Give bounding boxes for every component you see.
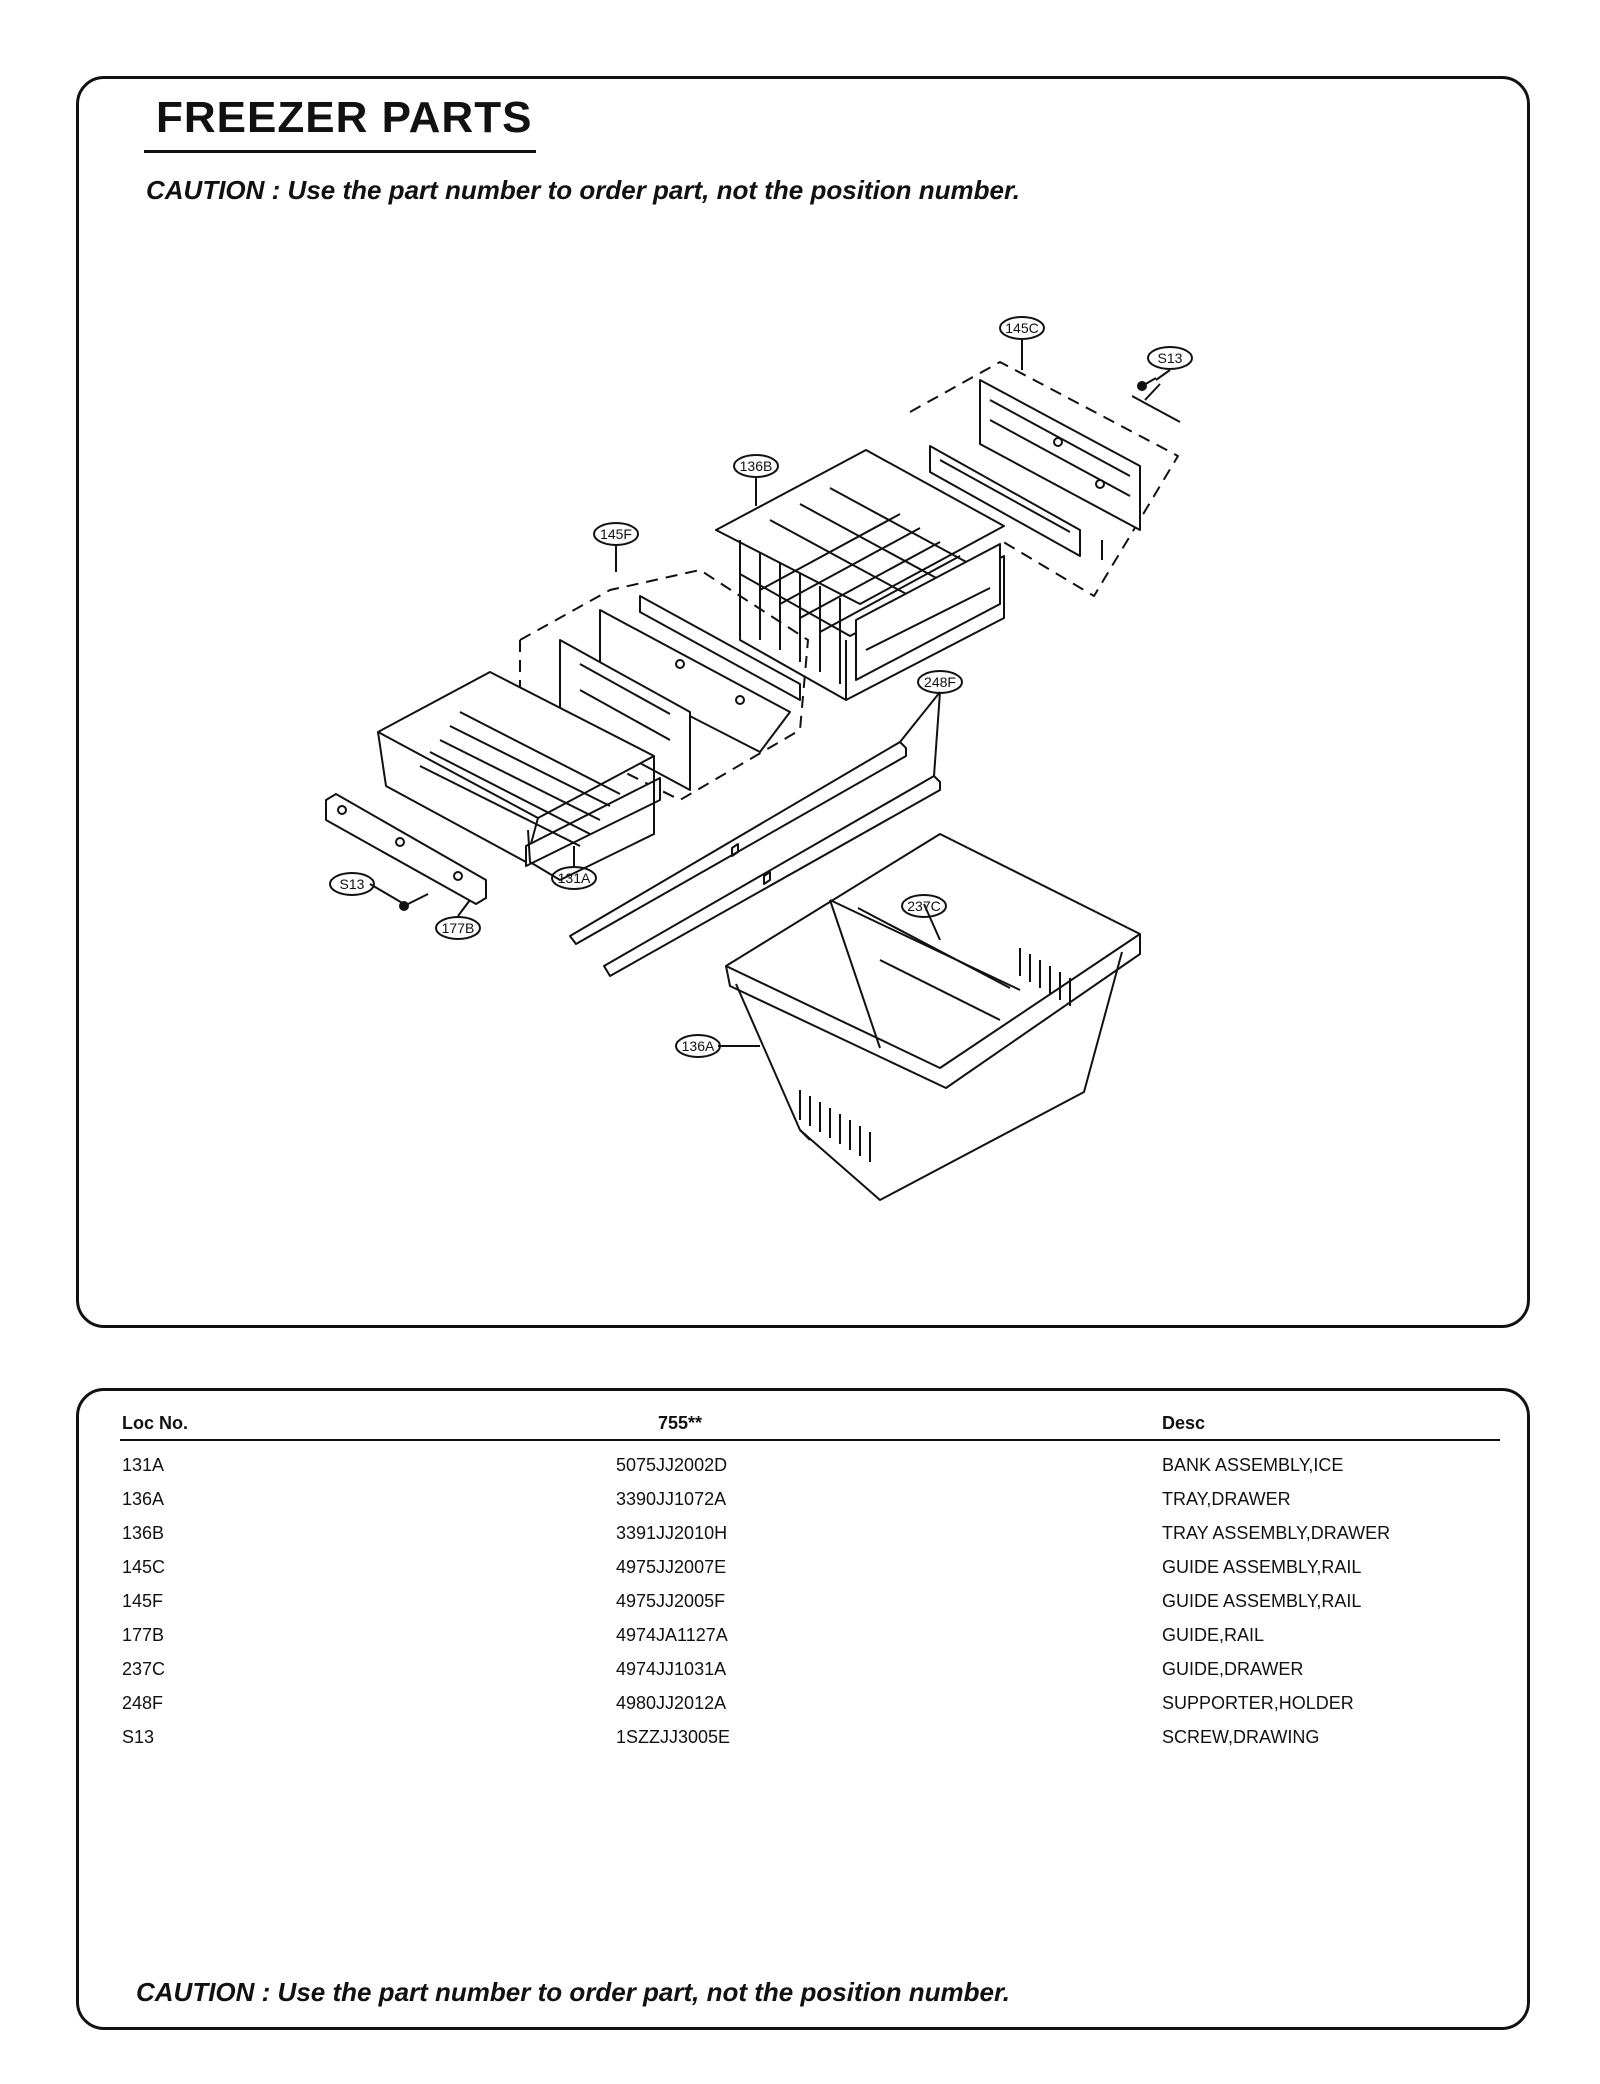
rail-guide-145f [519, 569, 809, 801]
loc-cell: 177B [122, 1625, 165, 1645]
drawer-tray-136a [725, 833, 1141, 1201]
part-number-cell: 3391JJ2010H [616, 1523, 728, 1543]
wire-basket-136b [715, 449, 1005, 701]
desc-cell: SUPPORTER,HOLDER [1162, 1693, 1354, 1713]
callout-s13-upper: S13 [1157, 350, 1183, 366]
table-row: 248F 4980JJ2012A SUPPORTER,HOLDER [0, 1692, 1600, 1726]
callout-136a: 136A [681, 1038, 715, 1054]
table-header-rule [120, 1439, 1500, 1441]
callout-177b: 177B [441, 920, 475, 936]
exploded-parts-diagram [325, 316, 1193, 1201]
desc-cell: GUIDE,RAIL [1162, 1625, 1265, 1645]
title-underline [144, 150, 536, 153]
guide-rail-177b [325, 793, 487, 905]
header-model: 755** [658, 1413, 703, 1433]
desc-cell: TRAY ASSEMBLY,DRAWER [1162, 1523, 1391, 1543]
loc-cell: 145C [122, 1557, 166, 1577]
table-row: 145F 4975JJ2005F GUIDE ASSEMBLY,RAIL [0, 1590, 1600, 1624]
part-number-cell: 4975JJ2005F [616, 1591, 726, 1611]
page-title: FREEZER PARTS [156, 93, 533, 142]
loc-cell: 131A [122, 1455, 165, 1475]
header-loc-no: Loc No. [122, 1413, 188, 1433]
loc-cell: 145F [122, 1591, 164, 1611]
loc-cell: S13 [122, 1727, 155, 1747]
part-number-cell: 5075JJ2002D [616, 1455, 728, 1475]
table-row: 131A 5075JJ2002D BANK ASSEMBLY,ICE [0, 1454, 1600, 1488]
part-number-cell: 4975JJ2007E [616, 1557, 727, 1577]
loc-cell: 248F [122, 1693, 164, 1713]
part-number-cell: 4974JA1127A [616, 1625, 728, 1645]
loc-cell: 237C [122, 1659, 166, 1679]
desc-cell: GUIDE ASSEMBLY,RAIL [1162, 1591, 1362, 1611]
desc-cell: GUIDE ASSEMBLY,RAIL [1162, 1557, 1362, 1577]
part-number-cell: 4980JJ2012A [616, 1693, 727, 1713]
table-row: 177B 4974JA1127A GUIDE,RAIL [0, 1624, 1600, 1658]
desc-cell: TRAY,DRAWER [1162, 1489, 1291, 1509]
callout-145f: 145F [600, 526, 632, 542]
rail-guide-145c [909, 361, 1181, 597]
table-row: 145C 4975JJ2007E GUIDE ASSEMBLY,RAIL [0, 1556, 1600, 1590]
leader-lines [369, 338, 1171, 1047]
caution-note-bottom: CAUTION : Use the part number to order p… [136, 1977, 1010, 2007]
callout-136b: 136B [739, 458, 773, 474]
part-number-cell: 4974JJ1031A [616, 1659, 727, 1679]
table-row: 136A 3390JJ1072A TRAY,DRAWER [0, 1488, 1600, 1522]
screw-s13-lower [399, 893, 429, 911]
header-desc: Desc [1162, 1413, 1206, 1433]
parts-table-panel [76, 1388, 1530, 2030]
callout-248f: 248F [924, 674, 956, 690]
callout-237c: 237C [907, 898, 941, 914]
callout-145c: 145C [1005, 320, 1039, 336]
part-number-cell: 1SZZJJ3005E [616, 1727, 731, 1747]
screw-s13-upper [1137, 377, 1157, 391]
table-row: S13 1SZZJJ3005E SCREW,DRAWING [0, 1726, 1600, 1760]
callout-131a: 131A [557, 870, 591, 886]
desc-cell: SCREW,DRAWING [1162, 1727, 1320, 1747]
loc-cell: 136B [122, 1523, 165, 1543]
ice-bank-131a [377, 671, 661, 881]
caution-note-top: CAUTION : Use the part number to order p… [146, 175, 1020, 205]
table-row: 136B 3391JJ2010H TRAY ASSEMBLY,DRAWER [0, 1522, 1600, 1556]
table-row: 237C 4974JJ1031A GUIDE,DRAWER [0, 1658, 1600, 1692]
callout-s13-lower: S13 [339, 876, 365, 892]
holder-support-248f [569, 741, 941, 977]
loc-cell: 136A [122, 1489, 165, 1509]
desc-cell: GUIDE,DRAWER [1162, 1659, 1304, 1679]
desc-cell: BANK ASSEMBLY,ICE [1162, 1455, 1344, 1475]
part-number-cell: 3390JJ1072A [616, 1489, 727, 1509]
